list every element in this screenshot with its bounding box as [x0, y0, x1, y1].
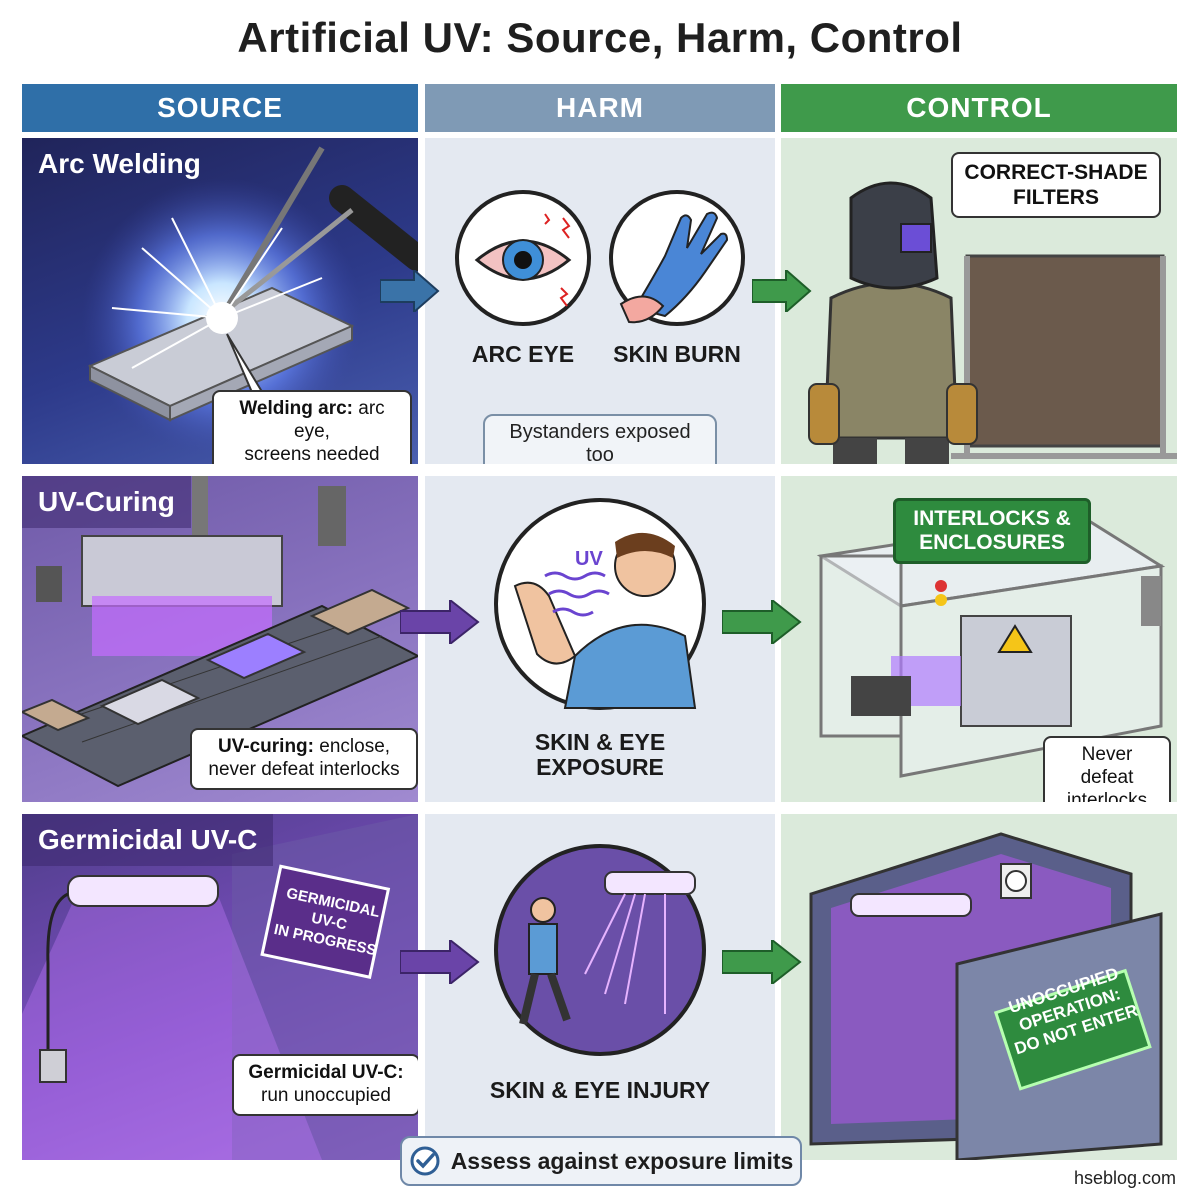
column-header-source: SOURCE	[22, 84, 418, 132]
arrow-harm-to-control-row1	[752, 270, 812, 312]
arc-eye-skin-burn-illustration	[455, 190, 745, 326]
never-defeat-line2: interlocks	[1066, 789, 1148, 802]
germicidal-control-panel: UNOCCUPIED OPERATION: DO NOT ENTER	[781, 814, 1177, 1160]
arc-welding-control-panel: CORRECT-SHADE FILTERS	[781, 138, 1177, 464]
welder-with-screen-illustration	[808, 181, 1177, 464]
arc-welding-source-panel: Arc Welding Welding arc: arc eye, screen…	[22, 138, 418, 464]
column-header-harm-label: HARM	[556, 92, 644, 123]
never-defeat-interlocks-callout: Never defeat interlocks	[1043, 736, 1171, 802]
column-header-control-label: CONTROL	[906, 92, 1052, 123]
skin-burn-label: SKIN BURN	[613, 341, 741, 367]
arc-welding-label: Arc Welding	[38, 148, 201, 179]
germicidal-harm-panel: SKIN & EYE INJURY	[425, 814, 775, 1160]
column-header-harm: HARM	[425, 84, 775, 132]
skin-eye-exposure-label: SKIN & EYE EXPOSURE	[505, 729, 695, 781]
welding-arc-callout-rest: arc eye,	[294, 398, 385, 442]
interlocks-tag-line2: ENCLOSURES	[919, 531, 1065, 555]
arrow-harm-to-control-row3	[722, 940, 802, 984]
page-title: Artificial UV: Source, Harm, Control	[237, 14, 963, 61]
arc-welding-harm-panel: ARC EYE SKIN BURN Bystanders exposed too	[425, 138, 775, 464]
arrow-source-to-harm-row2	[400, 600, 480, 644]
germicidal-label: Germicidal UV-C	[22, 814, 274, 866]
correct-shade-line1: CORRECT-SHADE	[964, 161, 1148, 184]
arrow-harm-to-control-row2	[722, 600, 802, 644]
germicidal-source-panel: Germicidal UV-C GERMICIDAL UV-C IN PROGR…	[22, 814, 418, 1160]
uv-curing-conveyor-illustration	[22, 476, 418, 788]
uv-curing-source-panel: UV-Curing UV-curing: enclose, never defe…	[22, 476, 418, 802]
arrow-source-to-harm-row3	[400, 940, 480, 984]
uv-curing-callout-line2: never defeat interlocks	[208, 758, 400, 780]
arrow-source-to-harm-row1	[380, 270, 440, 312]
column-header-source-label: SOURCE	[157, 92, 283, 123]
welding-arc-callout-line2: screens needed	[244, 443, 380, 464]
welding-arc-callout: Welding arc: arc eye, screens needed	[212, 390, 412, 464]
column-header-control: CONTROL	[781, 84, 1177, 132]
arc-eye-label: ARC EYE	[471, 341, 575, 367]
correct-shade-line2: FILTERS	[1013, 186, 1099, 210]
germicidal-callout-bold: Germicidal UV-C:	[248, 1062, 404, 1083]
exposure-limits-footer: Assess against exposure limits	[400, 1136, 802, 1186]
bystanders-note: Bystanders exposed too	[483, 414, 717, 464]
skin-eye-exposure-line1: SKIN & EYE	[534, 729, 666, 755]
welding-arc-callout-bold: Welding arc:	[239, 398, 353, 419]
person-walking-uv-room-illustration	[494, 844, 706, 1056]
germicidal-callout-line2: run unoccupied	[261, 1084, 391, 1106]
never-defeat-line1: Never defeat	[1080, 744, 1134, 788]
germicidal-callout: Germicidal UV-C: run unoccupied	[232, 1054, 418, 1116]
exposure-limits-text: Assess against exposure limits	[450, 1147, 794, 1174]
uv-curing-control-panel: INTERLOCKS & ENCLOSURES Never defeat int…	[781, 476, 1177, 802]
unoccupied-room-illustration	[809, 832, 1163, 1160]
uv-curing-harm-panel: UV SKIN & EYE EXPOSURE	[425, 476, 775, 802]
interlocks-enclosures-tag: INTERLOCKS & ENCLOSURES	[893, 498, 1091, 565]
uv-curing-label: UV-Curing	[22, 476, 191, 528]
skin-eye-exposure-line2: EXPOSURE	[536, 754, 664, 781]
uv-rays-text: UV	[575, 548, 603, 570]
uv-curing-callout: UV-curing: enclose, never defeat interlo…	[190, 728, 418, 790]
correct-shade-filters-callout: CORRECT-SHADE FILTERS	[951, 152, 1161, 219]
interlocks-tag-line1: INTERLOCKS &	[913, 507, 1071, 530]
uv-curing-callout-bold: UV-curing:	[217, 736, 314, 757]
worker-uv-exposure-illustration	[494, 498, 706, 710]
check-circle-icon	[410, 1146, 440, 1176]
skin-eye-injury-label: SKIN & EYE INJURY	[489, 1077, 711, 1103]
credit-text[interactable]: hseblog.com	[1073, 1168, 1176, 1188]
welding-scene-illustration	[82, 146, 418, 458]
uv-curing-callout-rest: enclose,	[314, 736, 391, 757]
